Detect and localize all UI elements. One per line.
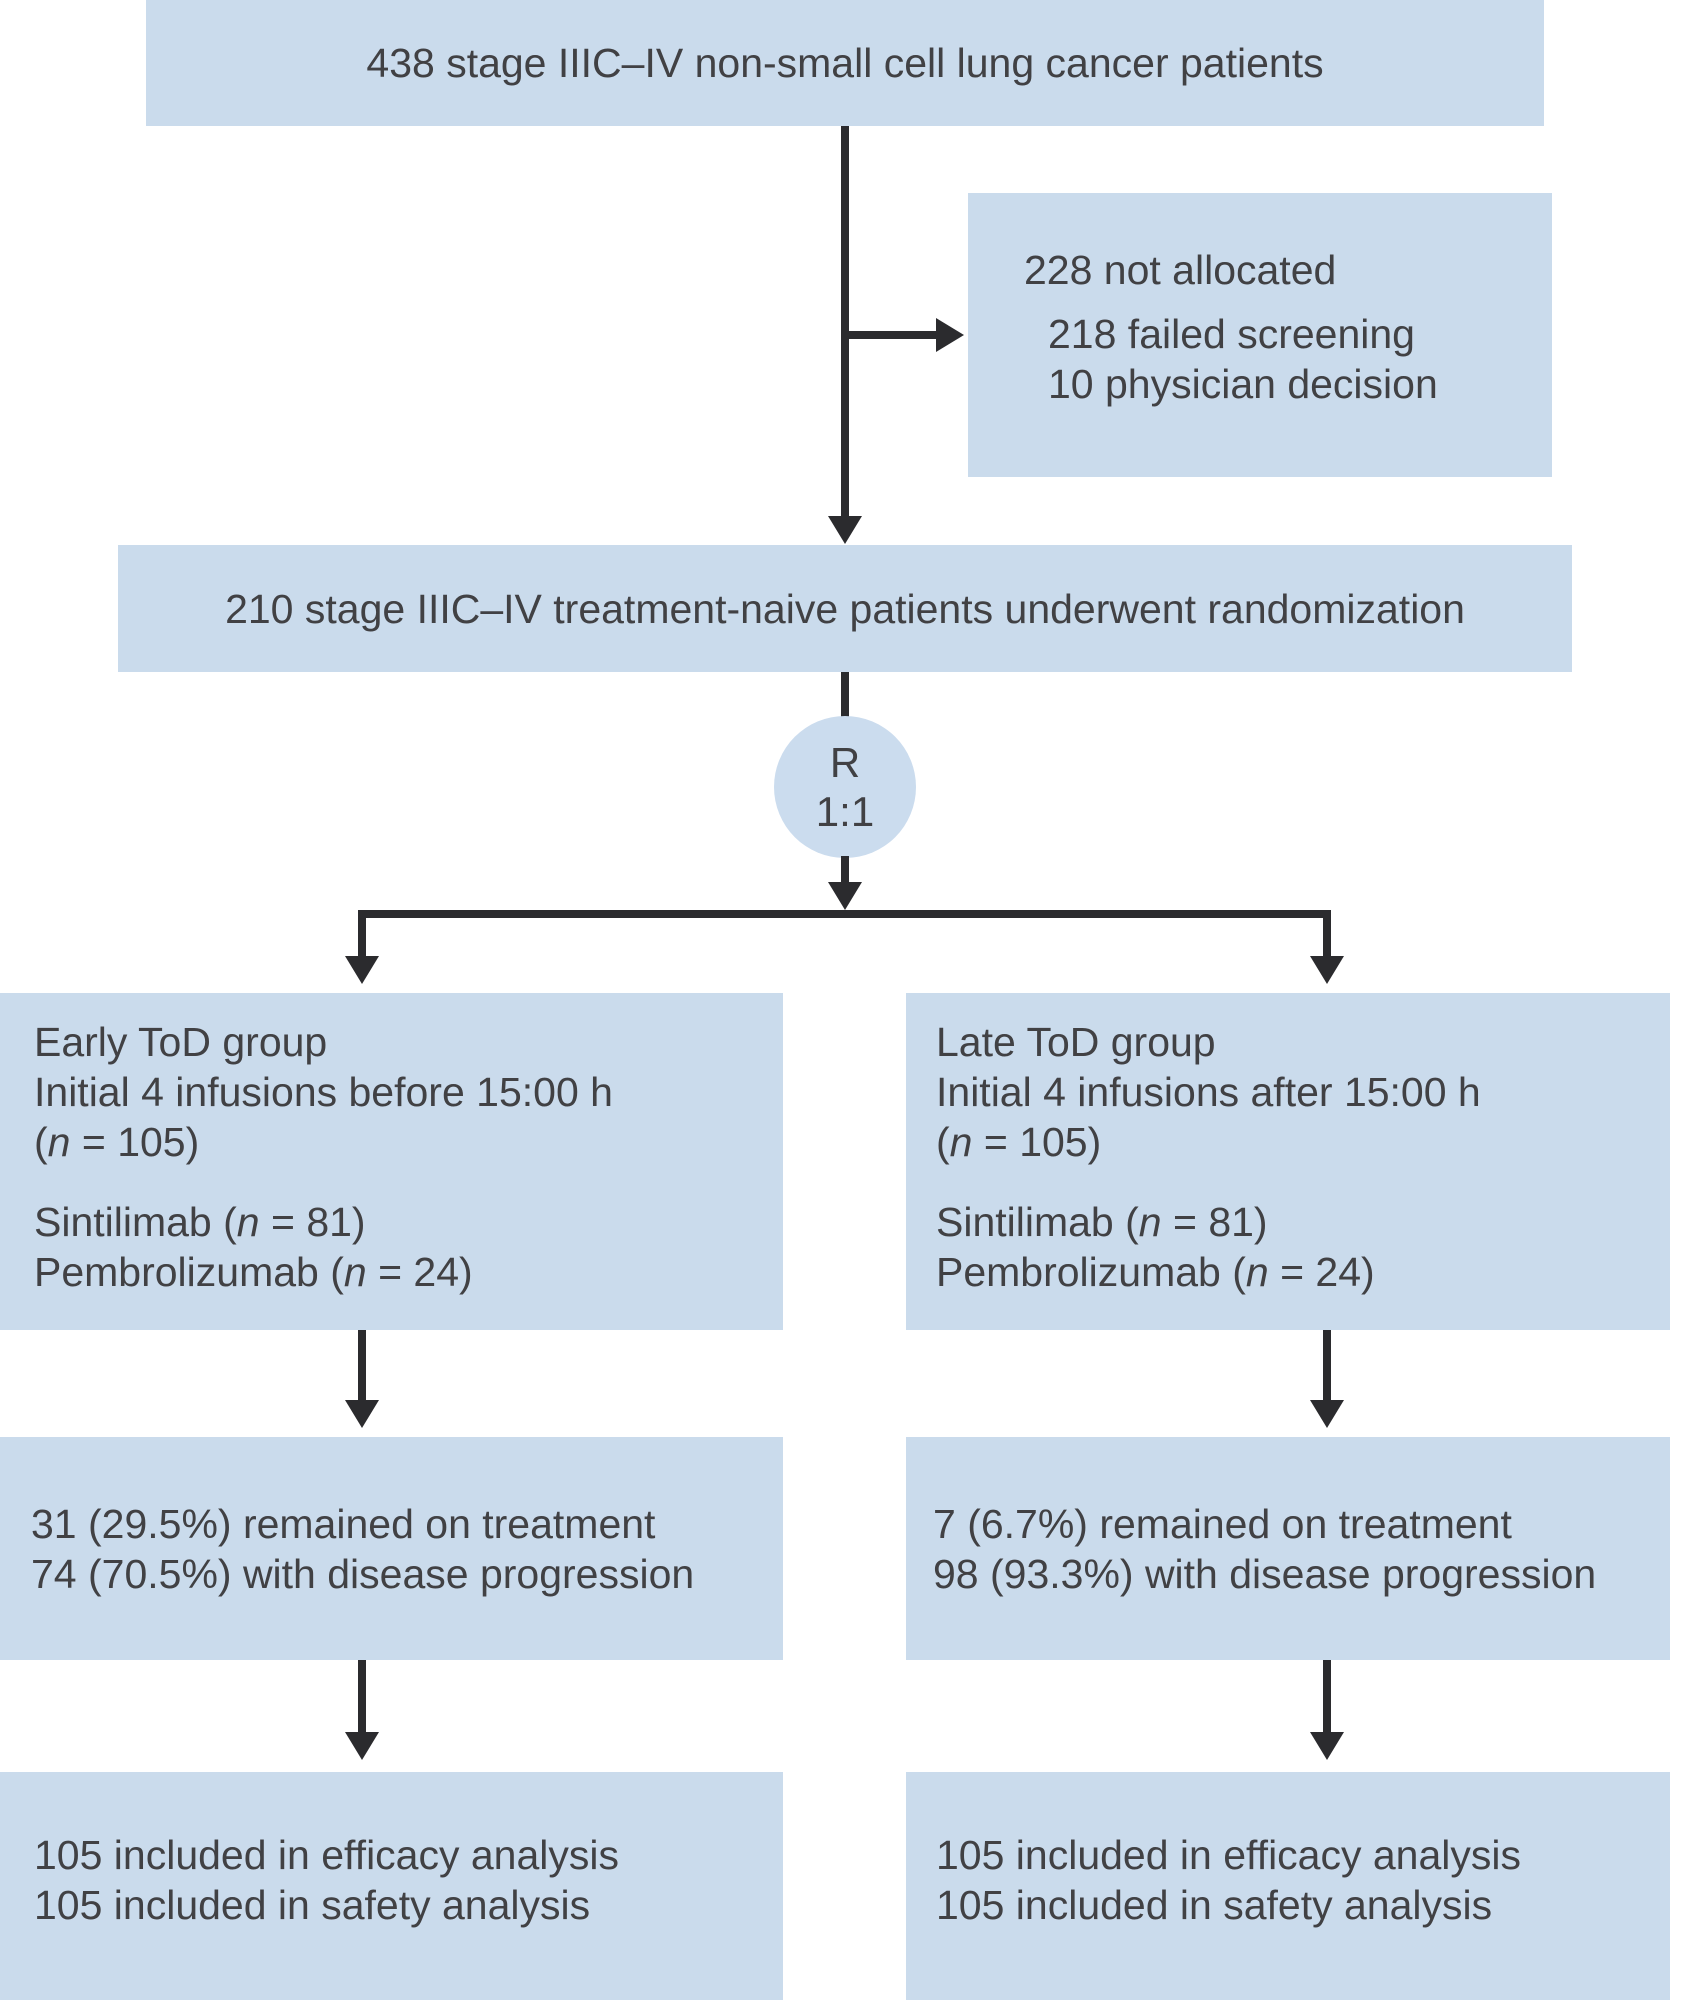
branch-right-stem — [1323, 910, 1331, 958]
randomized-patients-text: 210 stage IIIC–IV treatment-naive patien… — [225, 585, 1465, 632]
randomization-ratio: 1:1 — [815, 788, 875, 835]
randomization-label: R — [829, 739, 861, 786]
arrowhead-right-not-allocated — [936, 318, 964, 352]
late-group-n: (n = 105) — [936, 1119, 1102, 1165]
late-analysis-line-2: 105 included in safety analysis — [936, 1882, 1493, 1928]
connector-early-outcome — [358, 1330, 366, 1402]
late-analysis-line-1: 105 included in efficacy analysis — [936, 1832, 1521, 1878]
arrowhead-down-early-analysis — [345, 1732, 379, 1760]
randomized-patients-box: 210 stage IIIC–IV treatment-naive patien… — [118, 545, 1572, 672]
connector-screened-randomized — [841, 126, 849, 518]
connector-randomized-circle — [841, 672, 849, 720]
not-allocated-reason-1: 218 failed screening — [1048, 311, 1415, 357]
not-allocated-box: 228 not allocated 218 failed screening 1… — [968, 193, 1552, 477]
late-outcome-line-1: 7 (6.7%) remained on treatment — [933, 1500, 1512, 1547]
connector-late-outcome — [1323, 1330, 1331, 1402]
arrowhead-down-late-analysis — [1310, 1732, 1344, 1760]
screened-patients-text: 438 stage IIIC–IV non-small cell lung ca… — [366, 40, 1324, 86]
connector-late-analysis — [1323, 1660, 1331, 1734]
arrowhead-down-late-outcome — [1310, 1400, 1344, 1428]
early-group-title: Early ToD group — [34, 1019, 328, 1065]
early-group-drug-2: Pembrolizumab (n = 24) — [34, 1249, 473, 1295]
early-group-drug-1: Sintilimab (n = 81) — [34, 1199, 366, 1245]
branch-horizontal-line — [358, 910, 1331, 918]
arrowhead-down-early-group — [345, 956, 379, 984]
early-outcome-line-1: 31 (29.5%) remained on treatment — [31, 1500, 656, 1547]
late-group-subtitle: Initial 4 infusions after 15:00 h — [936, 1069, 1481, 1115]
early-analysis-line-2: 105 included in safety analysis — [34, 1882, 591, 1928]
early-group-n: (n = 105) — [34, 1119, 200, 1165]
early-outcome-line-2: 74 (70.5%) with disease progression — [31, 1550, 695, 1597]
connector-not-allocated — [845, 331, 940, 339]
late-group-drug-2: Pembrolizumab (n = 24) — [936, 1249, 1375, 1295]
arrowhead-down-randomized — [828, 516, 862, 544]
late-tod-group-box: Late ToD group Initial 4 infusions after… — [906, 993, 1670, 1330]
screened-patients-box: 438 stage IIIC–IV non-small cell lung ca… — [146, 0, 1544, 126]
late-outcome-line-2: 98 (93.3%) with disease progression — [933, 1550, 1597, 1597]
early-analysis-box: 105 included in efficacy analysis 105 in… — [0, 1772, 783, 2000]
connector-circle-branch — [841, 856, 849, 884]
late-analysis-box: 105 included in efficacy analysis 105 in… — [906, 1772, 1670, 2000]
early-tod-group-box: Early ToD group Initial 4 infusions befo… — [0, 993, 783, 1330]
connector-early-analysis — [358, 1660, 366, 1734]
arrowhead-down-early-outcome — [345, 1400, 379, 1428]
late-group-drug-1: Sintilimab (n = 81) — [936, 1199, 1268, 1245]
early-outcome-box: 31 (29.5%) remained on treatment 74 (70.… — [0, 1437, 783, 1660]
randomization-circle: R 1:1 — [774, 716, 916, 858]
arrowhead-down-late-group — [1310, 956, 1344, 984]
early-analysis-line-1: 105 included in efficacy analysis — [34, 1832, 619, 1878]
late-outcome-box: 7 (6.7%) remained on treatment 98 (93.3%… — [906, 1437, 1670, 1660]
branch-left-stem — [358, 910, 366, 958]
arrowhead-down-branch — [828, 882, 862, 910]
not-allocated-title: 228 not allocated — [1024, 247, 1337, 293]
early-group-subtitle: Initial 4 infusions before 15:00 h — [34, 1069, 613, 1115]
late-group-title: Late ToD group — [936, 1019, 1216, 1065]
not-allocated-reason-2: 10 physician decision — [1048, 361, 1438, 407]
